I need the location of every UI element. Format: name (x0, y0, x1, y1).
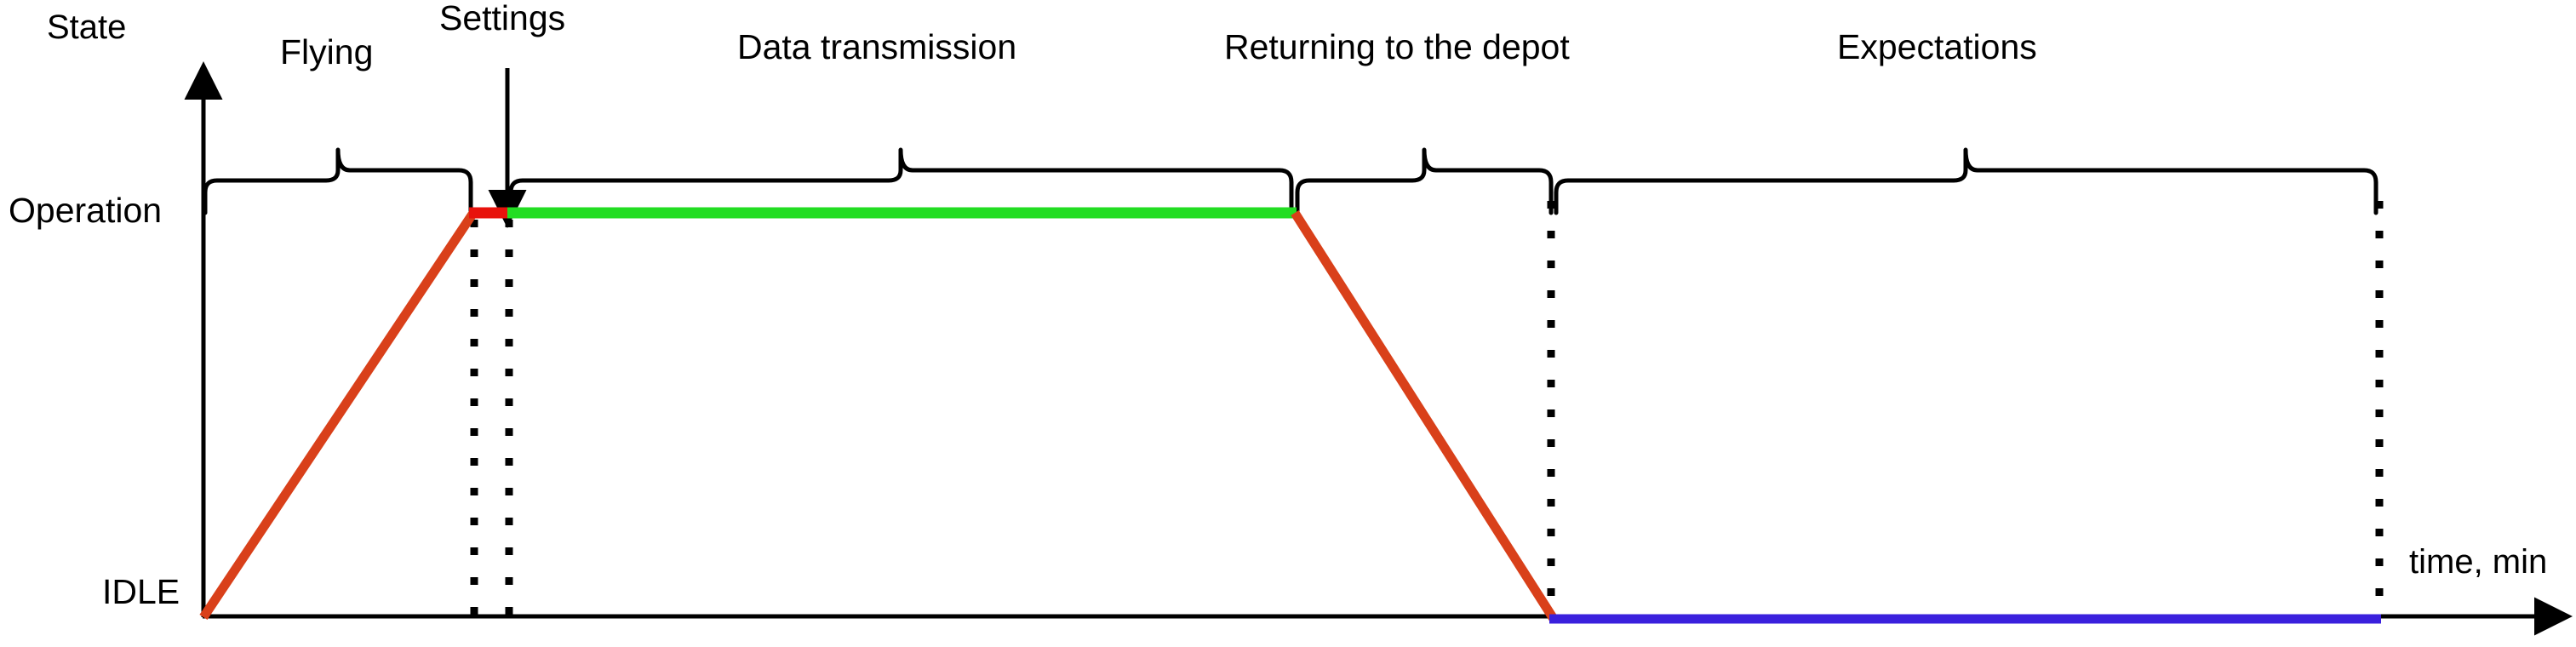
axis-group (184, 61, 2573, 636)
y-tick-label-operation: Operation (9, 191, 163, 230)
phase-label-returning-to-the-depot: Returning to the depot (1224, 27, 1570, 66)
phase-label-flying: Flying (280, 32, 374, 72)
guide-lines-group (470, 201, 2384, 615)
y-tick-label-idle: IDLE (102, 572, 180, 611)
segment-ascent (199, 209, 478, 621)
y-axis-title: State (47, 9, 127, 46)
brace-returning (1295, 147, 1554, 215)
brace-flying (203, 147, 473, 215)
phase-label-data-transmission: Data transmission (737, 27, 1017, 66)
brace-data-transmission (508, 147, 1294, 215)
phase-label-expectations: Expectations (1837, 27, 2037, 66)
segment-descent (1291, 210, 1558, 621)
brace-group (203, 147, 2379, 215)
trajectory-group (199, 207, 2381, 624)
x-axis-title: time, min (2409, 543, 2548, 581)
brace-expectations (1554, 147, 2379, 215)
settings-annotation-label: Settings (439, 0, 566, 37)
